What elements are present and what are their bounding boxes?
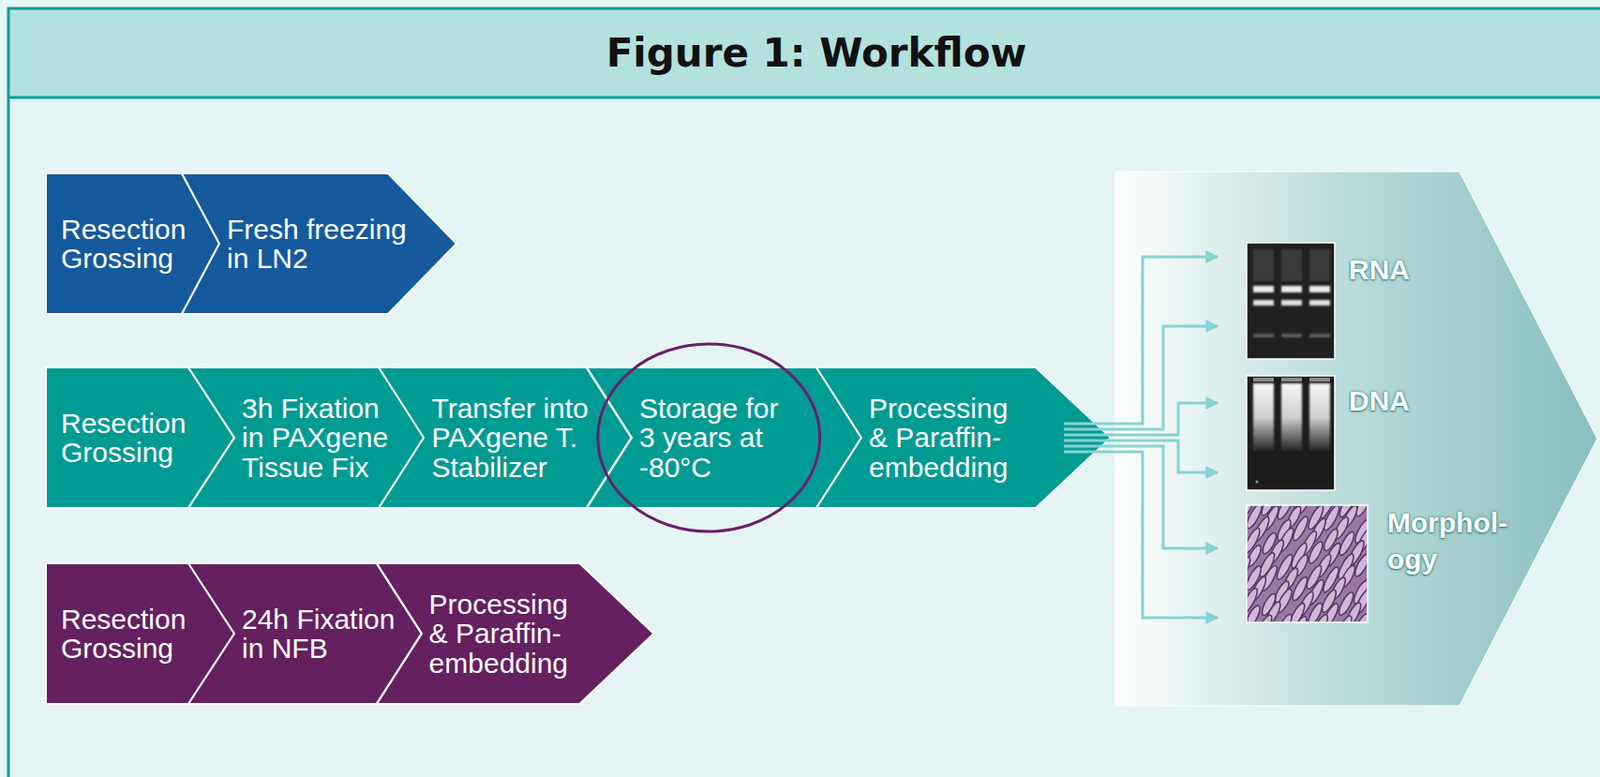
fan-arrow [1063, 446, 1218, 549]
step-label: Transfer into PAXgene T. Stabilizer [431, 393, 599, 483]
tissue-cell [1246, 603, 1263, 623]
step-label: Resection Grossing [60, 408, 202, 468]
fan-arrow [1063, 403, 1218, 435]
process-chevron: 3h Fixation in PAXgene Tissue Fix [188, 367, 424, 509]
tissue-cell [1333, 613, 1355, 623]
fan-arrow [1063, 440, 1218, 473]
chevron-fill [188, 563, 422, 704]
step-label: Processing & Paraffin- embedding [429, 589, 580, 679]
chevron-fill [586, 367, 862, 509]
step-label: Fresh freezing in LN2 [226, 214, 419, 274]
result-label: RNA [1348, 251, 1410, 288]
tissue-cell [1352, 552, 1368, 579]
page-frame [8, 8, 1600, 777]
process-chevron: Fresh freezing in LN2 [181, 173, 457, 315]
figure-title: Figure 1: Workflow [32, 8, 1600, 98]
step-label: Resection Grossing [60, 214, 202, 274]
chevron-fill [188, 367, 424, 509]
process-chevron: Processing & Paraffin- embedding [816, 367, 1111, 509]
highlight-ellipse [598, 343, 821, 532]
tissue-cell [1310, 613, 1331, 623]
tissue-cell [1255, 613, 1275, 623]
tissue-cell [1273, 613, 1295, 623]
step-label: Resection Grossing [60, 604, 202, 664]
step-label: Storage for 3 years at -80°C [639, 393, 790, 483]
step-label: 3h Fixation in PAXgene Tissue Fix [241, 393, 402, 483]
fan-arrow [1063, 326, 1218, 430]
process-chevron: Processing & Paraffin- embedding [376, 563, 654, 704]
morphology-image [1126, 440, 1495, 656]
chevron-fill [816, 367, 1111, 509]
results-panel [1115, 171, 1598, 706]
tissue-cell [1351, 612, 1368, 623]
fan-arrow [1063, 256, 1218, 424]
chevron-fill [376, 563, 654, 704]
chevron-fill [181, 173, 457, 315]
result-label: Morphol- ogy [1387, 504, 1514, 578]
chevron-fill [378, 367, 632, 509]
rna-gel-image [1246, 242, 1335, 359]
fan-arrow [1063, 451, 1218, 618]
process-chevron: 24h Fixation in NFB [188, 563, 422, 704]
title-band [9, 9, 1600, 98]
process-chevron: Transfer into PAXgene T. Stabilizer [378, 367, 632, 509]
tissue-cell [1289, 614, 1309, 623]
step-label: Processing & Paraffin- embedding [868, 393, 1019, 483]
result-label: DNA [1348, 382, 1410, 419]
dna-gel-image [1246, 375, 1335, 491]
title-rule [8, 96, 1600, 100]
process-chevron: Storage for 3 years at -80°C [586, 367, 862, 509]
step-label: 24h Fixation in NFB [241, 604, 406, 664]
